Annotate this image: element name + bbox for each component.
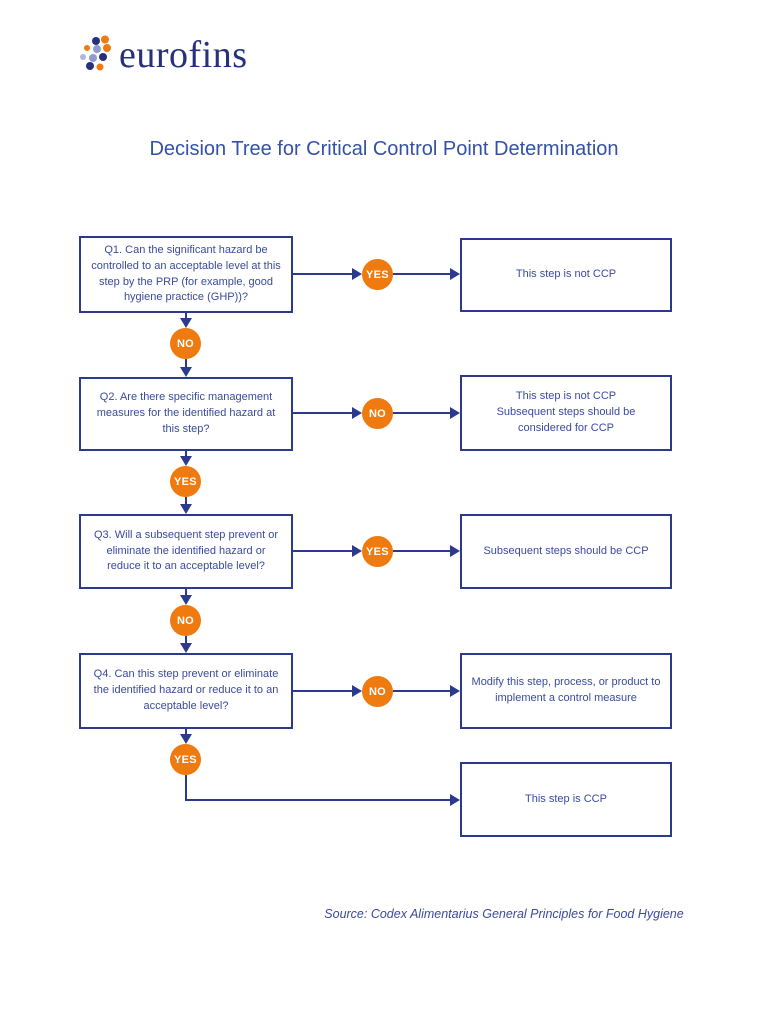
eurofins-wordmark: eurofins bbox=[119, 34, 248, 76]
connector-line bbox=[293, 690, 352, 692]
connector-line bbox=[185, 729, 187, 734]
answer-badge-q4-yes: YES bbox=[170, 744, 201, 775]
connector-line bbox=[185, 589, 187, 595]
eurofins-logo-dots-icon bbox=[80, 35, 111, 71]
result-box-q1: This step is not CCP bbox=[460, 238, 672, 312]
arrowhead-down-icon bbox=[180, 367, 192, 377]
arrowhead-right-icon bbox=[450, 545, 460, 557]
arrowhead-right-icon bbox=[450, 268, 460, 280]
result-box-final: This step is CCP bbox=[460, 762, 672, 837]
result-box-q4: Modify this step, process, or product to… bbox=[460, 653, 672, 729]
source-note: Source: Codex Alimentarius General Princ… bbox=[324, 907, 684, 921]
question-box-q4: Q4. Can this step prevent or eliminate t… bbox=[79, 653, 293, 729]
connector-line bbox=[185, 451, 187, 456]
connector-line bbox=[293, 412, 352, 414]
page-title: Decision Tree for Critical Control Point… bbox=[149, 138, 619, 160]
result-box-q2: This step is not CCP Subsequent steps sh… bbox=[460, 375, 672, 451]
answer-badge-q2-yes: YES bbox=[170, 466, 201, 497]
answer-badge-q1-no: NO bbox=[170, 328, 201, 359]
connector-line bbox=[293, 273, 352, 275]
answer-badge-q3-no: NO bbox=[170, 605, 201, 636]
arrowhead-right-icon bbox=[450, 794, 460, 806]
arrowhead-down-icon bbox=[180, 504, 192, 514]
answer-badge-q4-no: NO bbox=[362, 676, 393, 707]
connector-line bbox=[393, 550, 450, 552]
arrowhead-right-icon bbox=[450, 407, 460, 419]
eurofins-logo: eurofins bbox=[80, 34, 248, 74]
arrowhead-down-icon bbox=[180, 643, 192, 653]
arrowhead-down-icon bbox=[180, 734, 192, 744]
answer-badge-q2-no: NO bbox=[362, 398, 393, 429]
answer-badge-q3-yes: YES bbox=[362, 536, 393, 567]
connector-line bbox=[393, 690, 450, 692]
arrowhead-right-icon bbox=[352, 407, 362, 419]
arrowhead-right-icon bbox=[352, 545, 362, 557]
connector-line bbox=[293, 550, 352, 552]
connector-line bbox=[185, 359, 187, 367]
question-box-q2: Q2. Are there specific management measur… bbox=[79, 377, 293, 451]
connector-line bbox=[185, 775, 187, 801]
arrowhead-right-icon bbox=[450, 685, 460, 697]
connector-line bbox=[393, 273, 450, 275]
arrowhead-down-icon bbox=[180, 318, 192, 328]
result-box-q3: Subsequent steps should be CCP bbox=[460, 514, 672, 589]
arrowhead-down-icon bbox=[180, 595, 192, 605]
answer-badge-q1-yes: YES bbox=[362, 259, 393, 290]
arrowhead-right-icon bbox=[352, 268, 362, 280]
connector-line bbox=[185, 497, 187, 504]
connector-line bbox=[185, 313, 187, 318]
question-box-q1: Q1. Can the significant hazard be contro… bbox=[79, 236, 293, 313]
arrowhead-right-icon bbox=[352, 685, 362, 697]
connector-line bbox=[185, 799, 450, 801]
question-box-q3: Q3. Will a subsequent step prevent or el… bbox=[79, 514, 293, 589]
arrowhead-down-icon bbox=[180, 456, 192, 466]
connector-line bbox=[393, 412, 450, 414]
connector-line bbox=[185, 636, 187, 643]
